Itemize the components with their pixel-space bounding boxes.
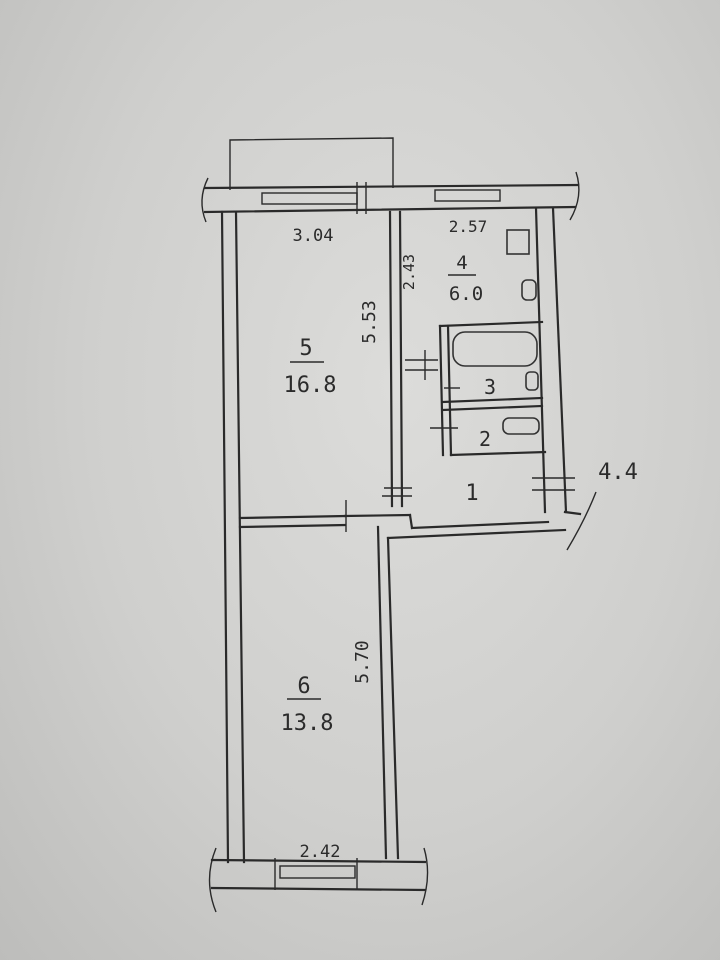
- dimension-room5-depth: 5.53: [359, 300, 380, 343]
- dimension-side-note: 4.4: [598, 460, 638, 485]
- room-6-area: 13.8: [281, 711, 334, 736]
- kitchen-sink-icon: [521, 279, 537, 301]
- top-balcony: [229, 137, 394, 190]
- dimension-top-right: 2.57: [449, 217, 488, 236]
- room-5-number: 5: [299, 336, 312, 361]
- bathroom-partitions: [405, 320, 547, 457]
- partition-5-4: [382, 210, 412, 508]
- stove-icon: [506, 229, 530, 255]
- corridor-wall: [386, 491, 597, 551]
- room-6-number: 6: [297, 674, 310, 699]
- room-3-number: 3: [484, 375, 496, 399]
- bottom-exterior-wall: [208, 847, 429, 913]
- bathroom-sink-icon: [525, 371, 539, 391]
- toilet-icon: [502, 417, 540, 435]
- room-2-number: 2: [479, 427, 491, 451]
- room-4-area: 6.0: [449, 283, 483, 305]
- room6-right-wall: [376, 525, 400, 860]
- room-1-number: 1: [465, 481, 478, 506]
- partition-5-6: [238, 500, 412, 532]
- dimension-room4-depth: 2.43: [400, 254, 418, 290]
- right-exterior-wall: [532, 206, 575, 514]
- bathtub-icon: [452, 331, 538, 367]
- room-5-area: 16.8: [284, 373, 337, 398]
- left-exterior-wall: [220, 210, 246, 864]
- room-4-number: 4: [456, 252, 467, 274]
- dimension-bottom: 2.42: [300, 842, 341, 862]
- dimension-top-left: 3.04: [293, 226, 334, 246]
- dimension-room6-depth: 5.70: [352, 640, 373, 683]
- top-exterior-wall: [201, 171, 580, 223]
